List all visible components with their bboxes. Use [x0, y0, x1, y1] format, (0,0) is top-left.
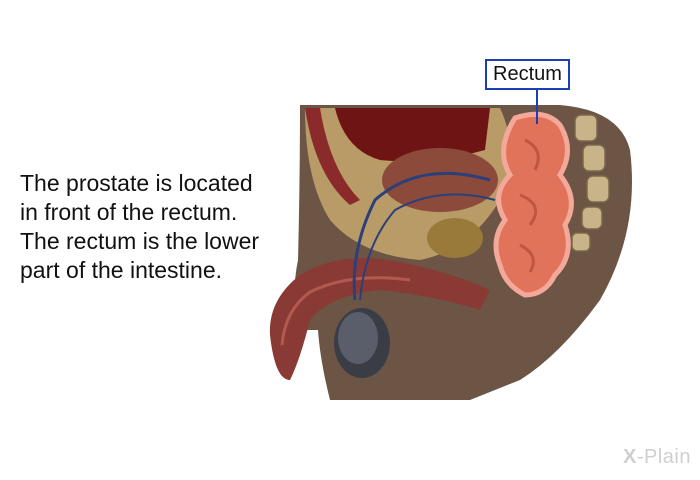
abdominal-cavity: [335, 108, 490, 162]
label-leader-line: [536, 86, 538, 124]
prostate: [427, 218, 483, 258]
abdominal-muscle: [305, 108, 360, 205]
logo-mark: X: [623, 446, 637, 468]
penis: [269, 258, 490, 380]
xplain-logo: X-Plain: [623, 446, 691, 469]
spine: [571, 114, 610, 252]
logo-text: -Plain: [636, 446, 691, 468]
anatomy-illustration: [269, 105, 632, 400]
rectum-label: Rectum: [485, 59, 570, 90]
bladder: [382, 148, 498, 212]
caption-text: The prostate is located in front of the …: [20, 170, 260, 283]
